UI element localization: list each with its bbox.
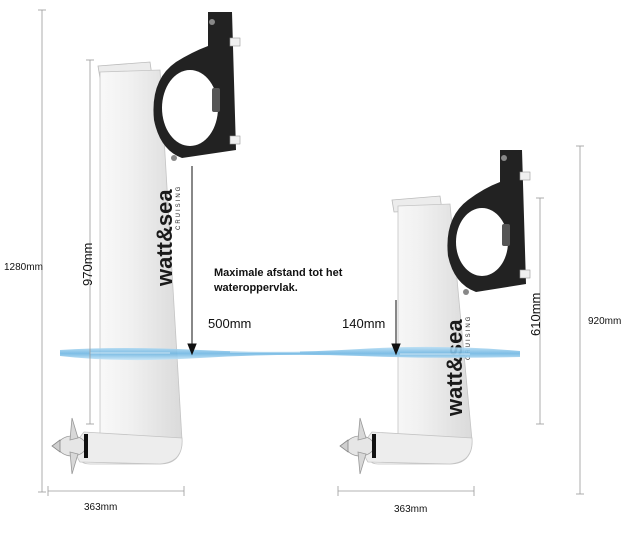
- small-unit: watt&sea CRUISING: [339, 150, 531, 475]
- small-width-label: 363mm: [394, 504, 428, 515]
- large-width-label: 363mm: [84, 502, 118, 513]
- large-total-height-label: 1280mm: [4, 262, 43, 273]
- large-unit: watt&sea CRUISING: [51, 12, 241, 475]
- small-depth-label: 140mm: [342, 316, 386, 331]
- small-total-height-label: 920mm: [588, 316, 622, 327]
- small-propeller: [339, 417, 376, 475]
- small-brand-subtitle: CRUISING: [466, 315, 472, 360]
- large-mount-bracket: [153, 12, 241, 161]
- large-propeller: [51, 417, 88, 475]
- large-brand-subtitle: CRUISING: [176, 185, 182, 230]
- dimension-lines: [38, 9, 584, 496]
- max-depth-arrow: [187, 166, 197, 356]
- max-distance-annotation: Maximale afstand tot het wateroppervlak.: [214, 267, 343, 294]
- large-shaft-length-label: 970mm: [80, 242, 95, 286]
- small-depth-arrow: [391, 300, 401, 356]
- small-shaft-length-label: 610mm: [528, 292, 543, 336]
- small-mount-bracket: [447, 150, 531, 295]
- water-surface: [60, 346, 520, 361]
- max-depth-label: 500mm: [208, 316, 252, 331]
- small-brand-logo: watt&sea: [442, 319, 467, 417]
- large-brand-logo: watt&sea: [152, 189, 177, 287]
